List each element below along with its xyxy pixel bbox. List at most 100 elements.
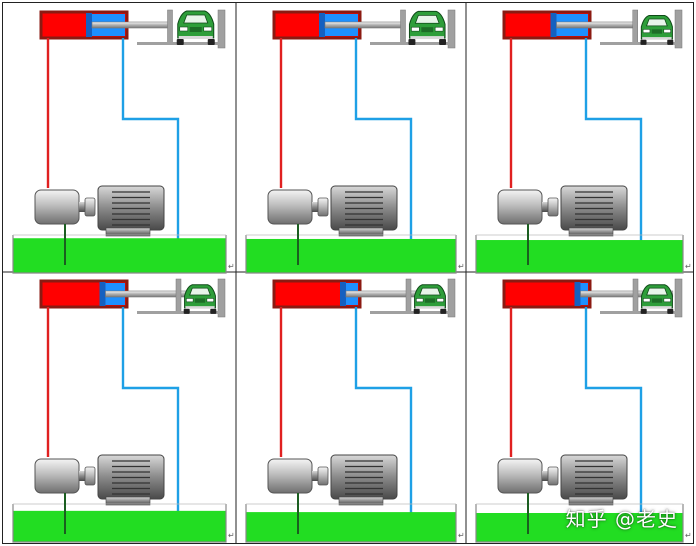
return-line xyxy=(584,307,643,530)
wheel xyxy=(439,39,447,45)
return-line xyxy=(121,38,180,261)
windshield xyxy=(189,287,211,296)
headlight xyxy=(203,26,213,32)
frame-post xyxy=(674,278,683,318)
motor-foot xyxy=(105,496,151,506)
hydraulic-pump-icon xyxy=(267,189,313,225)
hydraulic-pump-icon xyxy=(497,458,543,494)
grille xyxy=(651,298,663,303)
coupling-flange xyxy=(317,197,329,217)
frame-base xyxy=(370,311,450,314)
watermark-text: 知乎 @老史 xyxy=(565,507,678,531)
coupling xyxy=(79,471,85,481)
car-icon xyxy=(183,284,217,314)
lift-bracket xyxy=(632,9,638,45)
panel-1: ↵ xyxy=(12,9,235,274)
coupling-flange xyxy=(317,466,329,486)
return-line xyxy=(121,307,180,530)
motor-foot xyxy=(338,496,384,506)
bumper xyxy=(185,306,215,309)
headlight xyxy=(663,29,671,34)
headlight xyxy=(436,298,445,303)
windshield xyxy=(419,287,441,296)
frame-base xyxy=(600,311,677,314)
tank-fluid xyxy=(13,238,226,273)
bumper xyxy=(642,37,672,40)
oil-tank-icon xyxy=(245,504,457,543)
piston xyxy=(86,13,92,37)
headlight xyxy=(642,29,651,34)
piston xyxy=(319,13,325,37)
bumper xyxy=(410,36,445,40)
grille xyxy=(651,29,663,34)
lift-bracket xyxy=(167,9,173,45)
tank-fluid xyxy=(246,512,456,542)
panel-5: ↵ xyxy=(245,278,465,543)
piston xyxy=(574,282,581,306)
car-icon xyxy=(640,284,674,314)
hydraulic-pump-icon xyxy=(34,189,80,225)
wheel xyxy=(176,39,184,45)
piston xyxy=(340,282,346,306)
car-icon xyxy=(640,15,674,45)
motor-foot xyxy=(568,227,614,237)
panel-4: ↵ xyxy=(12,278,235,543)
oil-tank-icon xyxy=(475,235,684,274)
headlight xyxy=(434,26,444,32)
headlight xyxy=(642,298,651,303)
bumper xyxy=(642,306,672,309)
wheel xyxy=(667,39,674,45)
frame-post xyxy=(447,9,456,49)
windshield xyxy=(183,14,209,24)
coupling xyxy=(312,471,318,481)
coupling xyxy=(79,202,85,212)
wheel xyxy=(207,39,215,45)
piston-rod xyxy=(580,290,674,298)
wheel xyxy=(413,308,420,314)
bumper xyxy=(415,306,445,309)
return-line xyxy=(584,38,643,261)
wheel xyxy=(640,308,647,314)
coupling xyxy=(542,471,548,481)
wheel xyxy=(408,39,416,45)
coupling-flange xyxy=(547,466,559,486)
paragraph-mark: ↵ xyxy=(458,531,465,540)
wheel xyxy=(440,308,447,314)
piston-rod xyxy=(91,21,172,29)
wheel xyxy=(640,39,647,45)
frame-post xyxy=(217,9,226,49)
oil-tank-icon xyxy=(12,504,227,543)
tank-fluid xyxy=(476,240,683,273)
paragraph-mark: ↵ xyxy=(685,531,692,540)
headlight xyxy=(415,298,424,303)
frame-base xyxy=(137,311,220,314)
piston xyxy=(550,13,557,37)
panel-6: ↵ xyxy=(475,278,692,543)
motor-foot xyxy=(338,227,384,237)
return-line xyxy=(354,307,413,530)
piston-rod xyxy=(324,21,405,29)
headlight xyxy=(206,298,215,303)
frame-base xyxy=(600,42,677,45)
windshield xyxy=(414,14,440,24)
oil-tank-icon xyxy=(12,235,227,274)
grille xyxy=(424,298,436,303)
motor-foot xyxy=(568,496,614,506)
car-icon xyxy=(408,10,447,45)
lift-bracket xyxy=(400,9,406,45)
grille xyxy=(421,27,434,33)
hydraulic-pump-icon xyxy=(34,458,80,494)
tank-fluid xyxy=(246,238,456,273)
windshield xyxy=(645,18,668,27)
car-icon xyxy=(413,284,447,314)
frame-post xyxy=(217,278,226,318)
coupling xyxy=(542,202,548,212)
lift-bracket xyxy=(405,278,412,314)
motor-foot xyxy=(105,227,151,237)
hydraulic-pump-icon xyxy=(497,189,543,225)
panel-2: ↵ xyxy=(245,9,465,274)
headlight xyxy=(185,298,194,303)
tank-fluid xyxy=(13,510,226,542)
